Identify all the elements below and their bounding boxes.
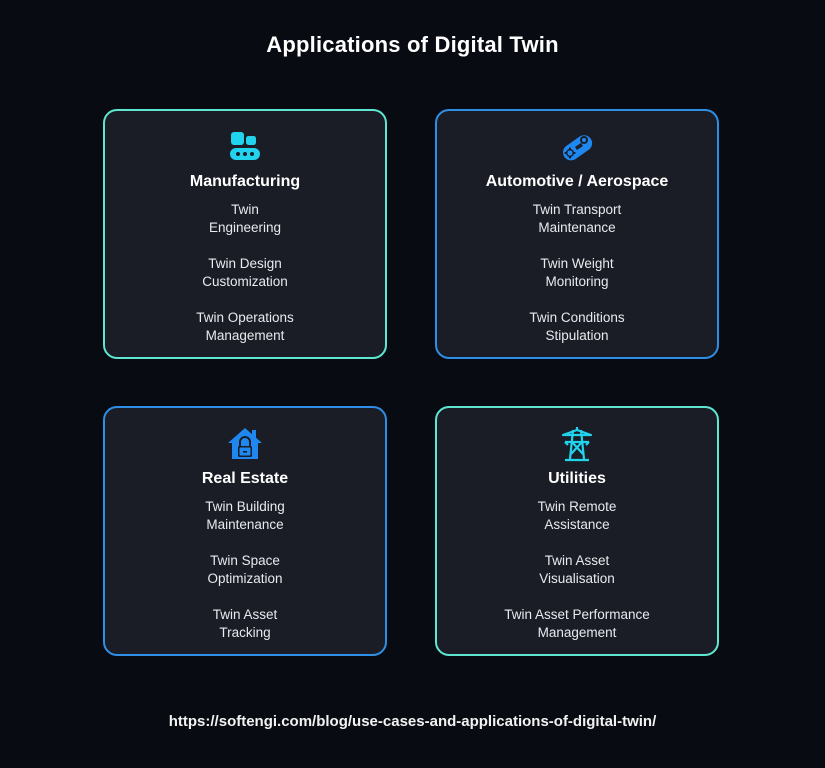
card-title: Manufacturing [189, 173, 301, 190]
card-item: Twin Remote Assistance [537, 499, 617, 532]
card-item: Twin Operations Management [196, 310, 294, 343]
card-title: Automotive / Aerospace [485, 173, 669, 190]
card-automotive-aerospace: Automotive / Aerospace Twin Transport Ma… [435, 109, 719, 359]
card-item: Twin Asset Tracking [212, 607, 278, 640]
card-item: Twin Space Optimization [207, 553, 283, 586]
card-item: Twin Transport Maintenance [532, 202, 622, 235]
house-lock-icon [227, 426, 263, 462]
card-title: Real Estate [201, 470, 289, 487]
card-item: Twin Design Customization [202, 256, 288, 289]
card-item-list: Twin Engineering Twin Design Customizati… [105, 201, 385, 363]
card-item-list: Twin Building Maintenance Twin Space Opt… [105, 498, 385, 660]
card-title: Utilities [548, 470, 606, 487]
gear-belt-icon [559, 129, 595, 165]
page-title: Applications of Digital Twin [266, 32, 559, 57]
card-item: Twin Building Maintenance [205, 499, 285, 532]
card-utilities: Utilities Twin Remote Assistance Twin As… [435, 406, 719, 656]
card-item: Twin Weight Monitoring [540, 256, 614, 289]
source-url: https://softengi.com/blog/use-cases-and-… [168, 713, 657, 730]
card-item-list: Twin Remote Assistance Twin Asset Visual… [437, 498, 717, 660]
card-item: Twin Asset Performance Management [504, 607, 650, 640]
card-item-list: Twin Transport Maintenance Twin Weight M… [437, 201, 717, 363]
card-item: Twin Asset Visualisation [539, 553, 615, 586]
card-item: Twin Conditions Stipulation [529, 310, 625, 343]
card-item: Twin Engineering [208, 202, 282, 235]
conveyor-belt-icon [227, 129, 263, 165]
card-manufacturing: Manufacturing Twin Engineering Twin Desi… [103, 109, 387, 359]
card-real-estate: Real Estate Twin Building Maintenance Tw… [103, 406, 387, 656]
power-tower-icon [559, 426, 595, 462]
